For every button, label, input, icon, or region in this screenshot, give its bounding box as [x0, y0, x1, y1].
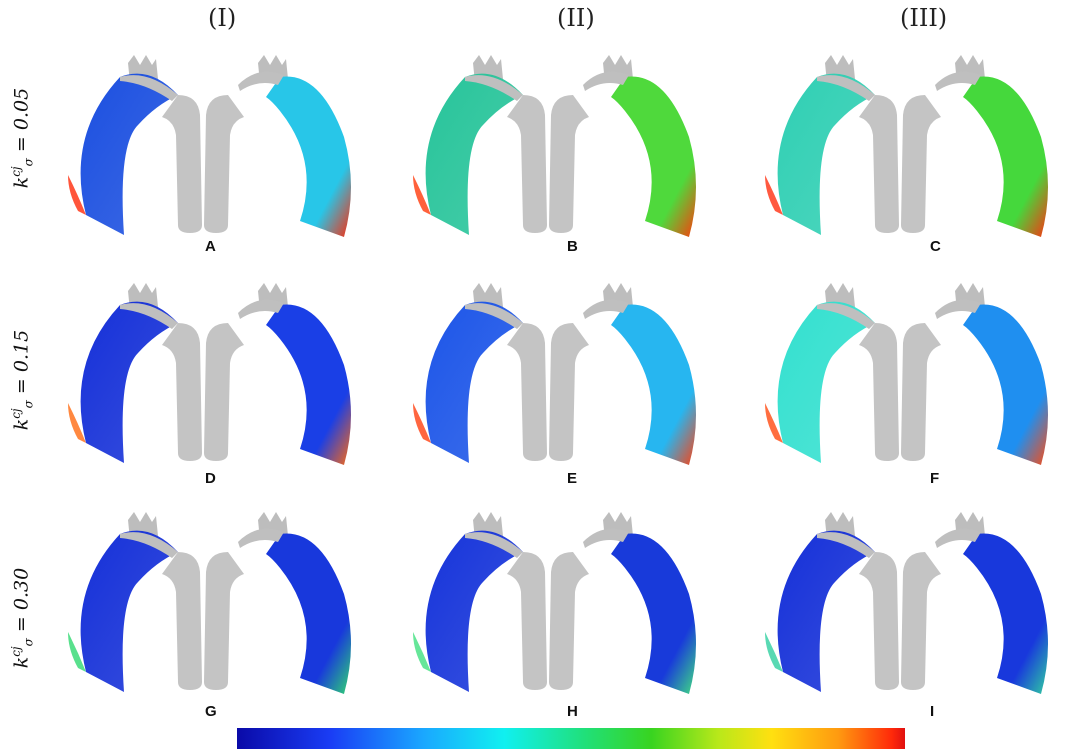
panel-label-f: F — [930, 470, 940, 487]
panel-label-i: I — [930, 703, 935, 720]
aorta-right-view — [549, 283, 696, 465]
panel-label-e: E — [567, 470, 578, 487]
aorta-panel-b — [403, 55, 703, 255]
aorta-panel-f — [755, 283, 1055, 483]
aorta-panel-d — [58, 283, 358, 483]
aorta-panel-i — [755, 512, 1055, 712]
aorta-left-view — [413, 283, 547, 463]
panel-label-h: H — [567, 703, 578, 720]
aorta-right-view — [549, 512, 696, 694]
aorta-pair-svg — [765, 283, 1048, 465]
aorta-panel-g — [58, 512, 358, 712]
aorta-right-view — [901, 283, 1048, 465]
aorta-left-view — [413, 55, 547, 235]
aorta-panel-h — [403, 512, 703, 712]
panel-label-g: G — [205, 703, 217, 720]
panel-label-b: B — [567, 238, 578, 255]
aorta-pair-svg — [68, 55, 351, 237]
aorta-panel-a — [58, 55, 358, 255]
aorta-right-view — [549, 55, 696, 237]
panel-label-a: A — [205, 238, 216, 255]
aorta-left-view — [765, 55, 899, 235]
aorta-left-view — [413, 512, 547, 692]
aorta-right-view — [901, 512, 1048, 694]
aorta-pair-svg — [765, 512, 1048, 694]
column-header-3: (III) — [900, 4, 948, 32]
row-label-1: kcjσ = 0.05 — [8, 87, 36, 189]
panel-label-c: C — [930, 238, 941, 255]
aorta-pair-svg — [765, 55, 1048, 237]
aorta-panel-c — [755, 55, 1055, 255]
aorta-pair-svg — [68, 283, 351, 465]
column-header-2: (II) — [557, 4, 595, 32]
colorbar — [237, 728, 905, 749]
aorta-left-view — [68, 512, 202, 692]
aorta-right-view — [204, 55, 351, 237]
aorta-pair-svg — [68, 512, 351, 694]
aorta-pair-svg — [413, 55, 696, 237]
aorta-pair-svg — [413, 283, 696, 465]
aorta-right-view — [204, 512, 351, 694]
aorta-right-view — [901, 55, 1048, 237]
aorta-right-view — [204, 283, 351, 465]
column-header-1: (I) — [208, 4, 237, 32]
aorta-panel-e — [403, 283, 703, 483]
aorta-left-view — [765, 512, 899, 692]
aorta-pair-svg — [413, 512, 696, 694]
aorta-left-view — [68, 283, 202, 463]
aorta-left-view — [68, 55, 202, 235]
panel-label-d: D — [205, 470, 216, 487]
aorta-left-view — [765, 283, 899, 463]
row-label-3: kcjσ = 0.30 — [8, 567, 36, 669]
row-label-2: kcjσ = 0.15 — [8, 329, 36, 431]
